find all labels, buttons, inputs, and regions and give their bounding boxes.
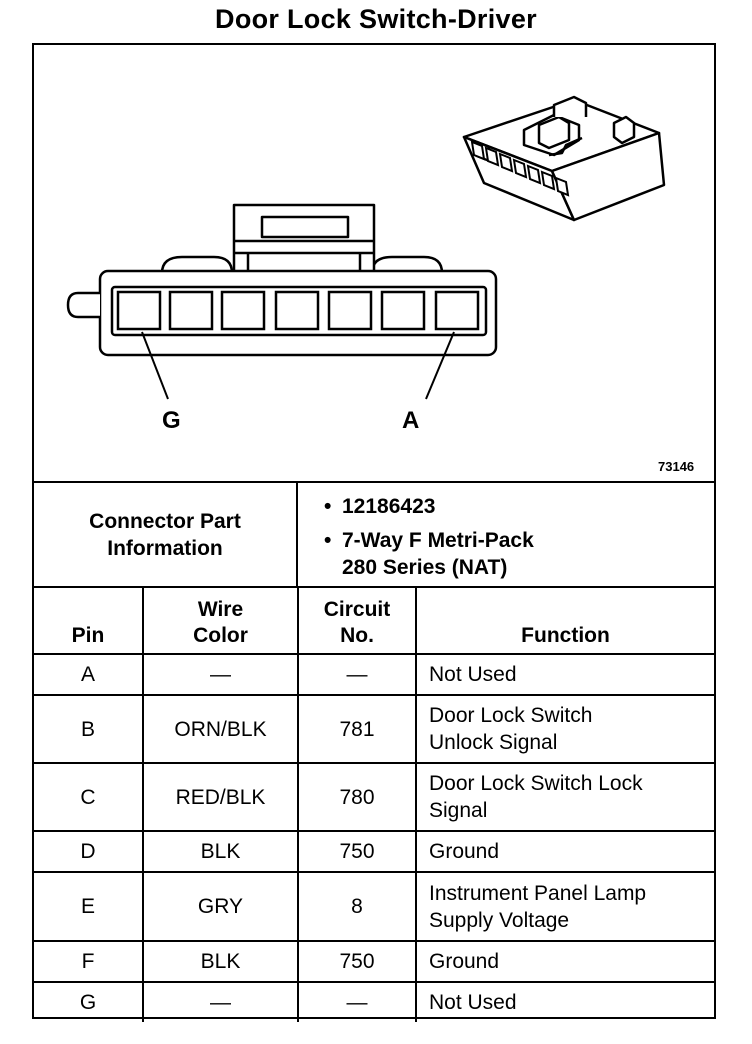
connector-info-values: • 12186423 • 7-Way F Metri-Pack 280 Seri… [298, 483, 714, 586]
connector-description-line1: 7-Way F Metri-Pack [342, 529, 534, 552]
pin-table-header: Pin Wire Color Circuit No. Function [34, 586, 714, 655]
wire-color-cell: BLK [142, 940, 299, 983]
connector-figure: G A 73146 [34, 45, 714, 481]
pin-cell: A [34, 653, 144, 696]
pin-label-a: A [402, 407, 420, 434]
connector-info-label-line2: Information [107, 536, 223, 560]
wire-color-cell: RED/BLK [142, 762, 299, 832]
wire-color-cell: BLK [142, 830, 299, 873]
figure-number: 73146 [658, 459, 695, 474]
connector-part-info: Connector Part Information • 12186423 • … [34, 481, 714, 586]
pin-cell: C [34, 762, 144, 832]
table-row: G — — Not Used [34, 981, 714, 1022]
wire-color-cell: GRY [142, 871, 299, 942]
circuit-cell: 750 [297, 940, 417, 983]
table-row: D BLK 750 Ground [34, 830, 714, 873]
wire-color-cell: — [142, 981, 299, 1022]
pin-label-g: G [162, 407, 181, 434]
part-number: 12186423 [342, 495, 436, 518]
function-cell: Ground [415, 940, 714, 983]
pin-cell: B [34, 694, 144, 764]
connector-info-label: Connector Part Information [34, 483, 298, 586]
function-cell: Not Used [415, 981, 714, 1022]
leader-line-a [425, 331, 455, 400]
connector-frame: G A 73146 Connector Part Information • 1… [32, 43, 716, 1022]
circuit-cell: 781 [297, 694, 417, 764]
connector-front-view [66, 203, 498, 357]
bullet-icon: • [324, 495, 332, 518]
leader-line-g [141, 331, 169, 400]
header-wire-color: Wire Color [142, 586, 299, 655]
table-row: A — — Not Used [34, 653, 714, 696]
page-title: Door Lock Switch-Driver [215, 4, 537, 34]
header-pin: Pin [34, 586, 144, 655]
wire-color-cell: — [142, 653, 299, 696]
connector-description-item: • 7-Way F Metri-Pack 280 Series (NAT) [324, 527, 702, 581]
part-number-item: • 12186423 [324, 493, 702, 520]
header-function: Function [415, 586, 714, 655]
circuit-cell: 8 [297, 871, 417, 942]
pin-cell: E [34, 871, 144, 942]
pin-cell: G [34, 981, 144, 1022]
circuit-cell: — [297, 981, 417, 1022]
function-cell: Ground [415, 830, 714, 873]
circuit-cell: 750 [297, 830, 417, 873]
pin-cell: F [34, 940, 144, 983]
function-cell: Not Used [415, 653, 714, 696]
connector-info-label-line1: Connector Part [89, 509, 241, 533]
pin-cell: D [34, 830, 144, 873]
circuit-cell: — [297, 653, 417, 696]
table-row: F BLK 750 Ground [34, 940, 714, 983]
connector-illustration [66, 95, 666, 400]
header-circuit: Circuit No. [297, 586, 417, 655]
pin-table: Pin Wire Color Circuit No. Function A — … [34, 586, 714, 1022]
circuit-cell: 780 [297, 762, 417, 832]
wire-color-cell: ORN/BLK [142, 694, 299, 764]
isometric-cavities [470, 140, 570, 197]
connector-description-line2: 280 Series (NAT) [342, 556, 508, 579]
connector-cavities [116, 290, 480, 331]
bullet-icon: • [324, 529, 332, 552]
